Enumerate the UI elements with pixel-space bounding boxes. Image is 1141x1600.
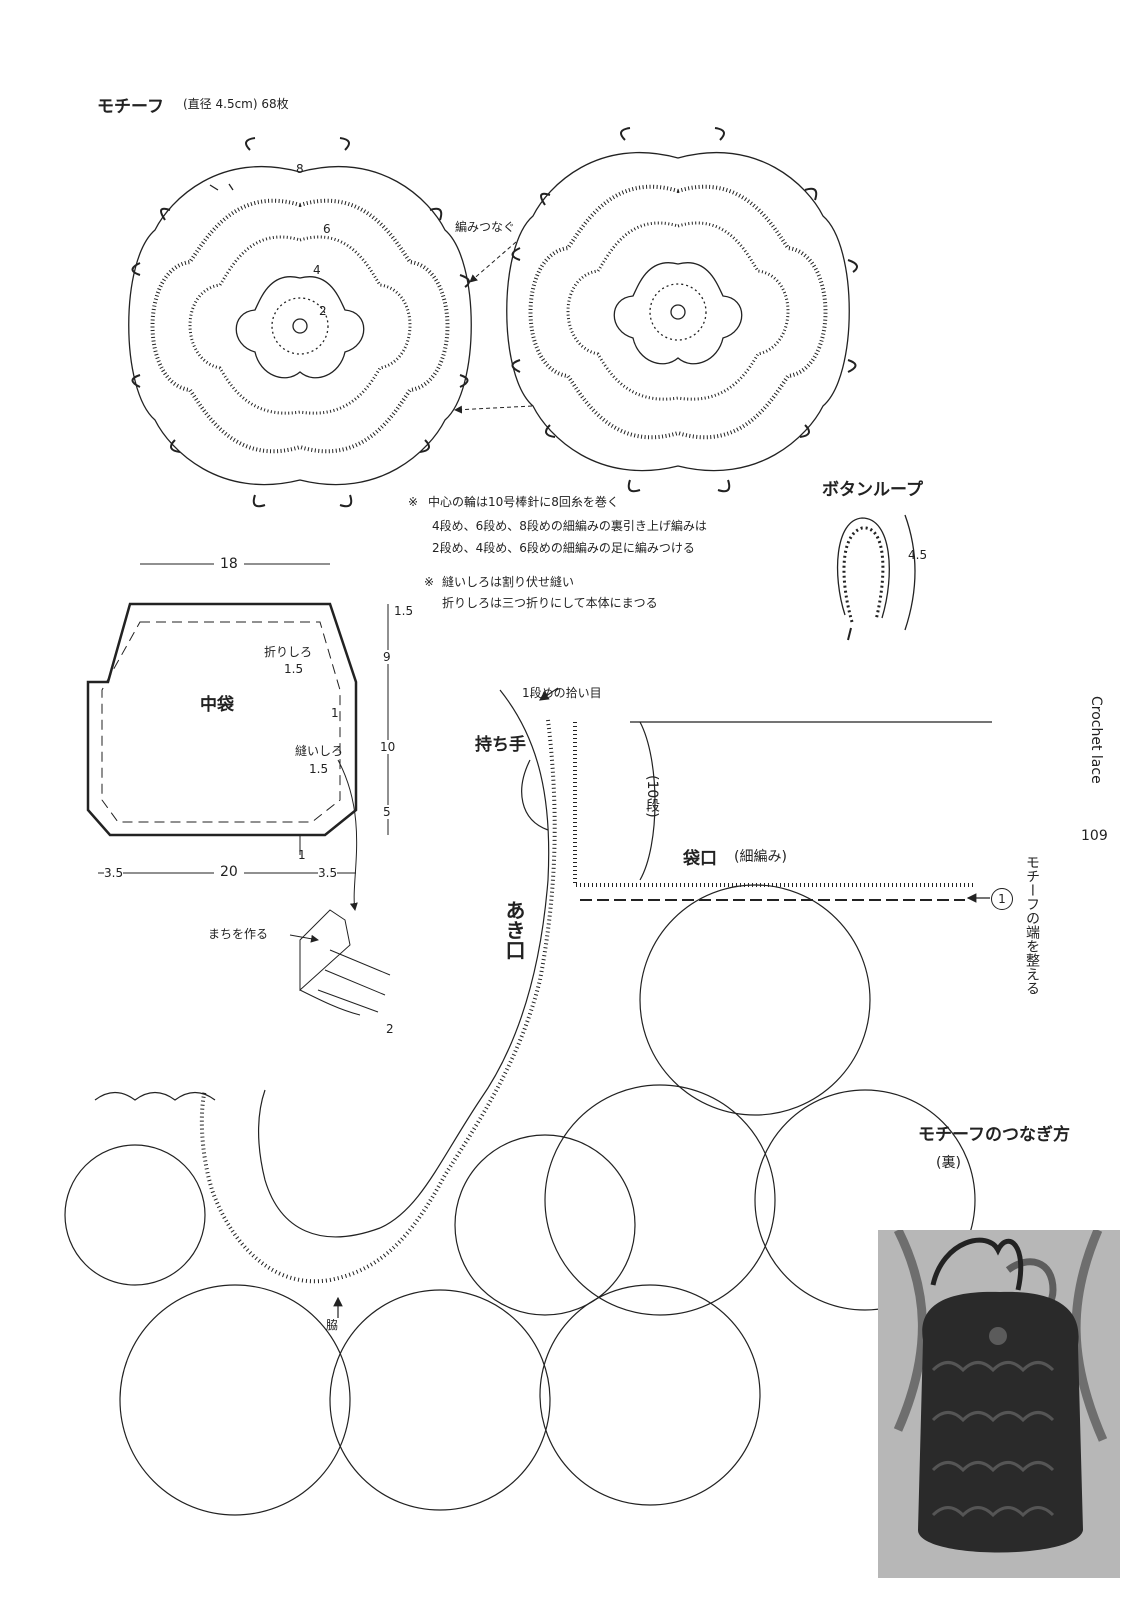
note-1-line-3: 2段め、4段め、6段めの細編みの足に編みつける bbox=[432, 541, 695, 555]
button-loop-size: 4.5 bbox=[908, 548, 928, 562]
gusset-label: まちを作る bbox=[208, 927, 269, 941]
note-2-line-1: 縫いしろは割り伏せ縫い bbox=[442, 575, 575, 589]
join-label: 編みつなぐ bbox=[455, 220, 516, 234]
inner-bag-pattern bbox=[86, 563, 389, 911]
motif-title: モチーフ bbox=[97, 97, 164, 117]
join-method-title: モチーフのつなぎ方 bbox=[918, 1125, 1070, 1145]
note-2-mark: ※ bbox=[424, 575, 435, 589]
motif-chart-left bbox=[128, 137, 472, 508]
small-dimension-1b: 1 bbox=[298, 848, 306, 862]
button-loop-title: ボタンループ bbox=[822, 480, 923, 500]
bag-side-right: 3.5 bbox=[318, 866, 338, 880]
bag-height-2: 9 bbox=[383, 650, 391, 664]
slit-label: あき口 bbox=[500, 900, 529, 960]
bag-height-4: 5 bbox=[383, 805, 391, 819]
side-seam-label: 脇 bbox=[326, 1318, 339, 1332]
join-arrow-upper bbox=[469, 241, 517, 283]
handle-label: 持ち手 bbox=[475, 735, 526, 755]
bag-side-left: 3.5 bbox=[104, 866, 124, 880]
note-1-line-2: 4段め、6段め、8段めの細編みの裏引き上げ編みは bbox=[432, 519, 707, 533]
rows-label: (10段) bbox=[644, 775, 660, 818]
note-1-mark: ※ bbox=[408, 495, 419, 509]
bag-height-1: 1.5 bbox=[394, 604, 414, 618]
opening-label: 袋口 bbox=[683, 849, 717, 869]
round-label-8: 8 bbox=[296, 162, 304, 176]
fold-allowance-value: 1.5 bbox=[284, 662, 304, 676]
bag-bottom-width: 20 bbox=[214, 864, 244, 880]
assembly-chart bbox=[64, 687, 992, 1516]
note-1-line-1: 中心の輪は10号棒針に8回糸を巻く bbox=[428, 495, 619, 509]
page-number: 109 bbox=[1081, 828, 1108, 844]
seam-allowance-label: 縫いしろ bbox=[295, 744, 344, 758]
inner-bag-title: 中袋 bbox=[200, 695, 234, 715]
seam-allowance-value: 1.5 bbox=[309, 762, 329, 776]
finished-bag-photo bbox=[878, 1230, 1120, 1578]
round-label-6: 6 bbox=[323, 222, 331, 236]
row-marker-circle: 1 bbox=[991, 888, 1013, 910]
pickup-label: 1段めの拾い目 bbox=[522, 686, 602, 700]
edge-finish-label: モチーフの端を整える bbox=[1024, 855, 1040, 995]
round-label-2: 2 bbox=[319, 304, 327, 318]
small-dimension-1a: 1 bbox=[331, 706, 339, 720]
gusset-value: 2 bbox=[386, 1022, 394, 1036]
gusset-sketch bbox=[289, 909, 391, 1016]
opening-sub-label: (細編み) bbox=[734, 849, 787, 865]
join-method-sub: (裏) bbox=[936, 1155, 961, 1171]
bag-height-3: 10 bbox=[380, 740, 396, 754]
join-arrow-lower bbox=[454, 405, 533, 414]
bag-top-width: 18 bbox=[214, 556, 244, 572]
motif-chart-right bbox=[506, 127, 858, 493]
fold-allowance-label: 折りしろ bbox=[264, 645, 313, 659]
book-name: Crochet lace bbox=[1088, 696, 1104, 784]
motif-spec: (直径 4.5cm) 68枚 bbox=[183, 97, 289, 111]
note-2-line-2: 折りしろは三つ折りにして本体にまつる bbox=[442, 596, 658, 610]
round-label-4: 4 bbox=[313, 263, 321, 277]
button-loop-chart bbox=[836, 514, 916, 641]
